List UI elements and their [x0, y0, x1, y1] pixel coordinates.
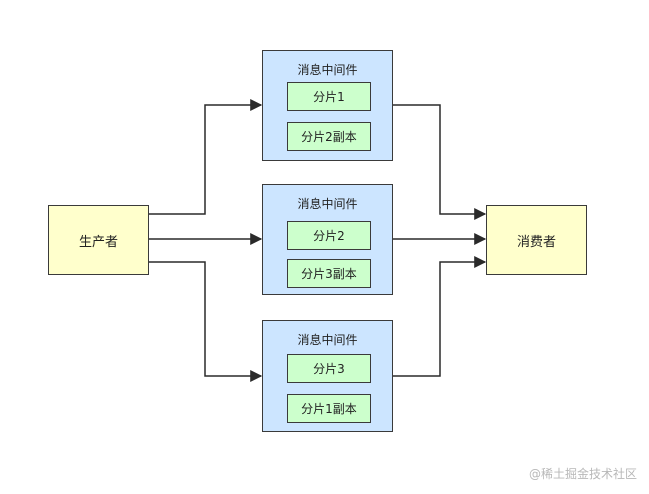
shard-replica: 分片1副本 [287, 394, 371, 423]
consumer-label: 消费者 [516, 234, 556, 250]
shard-replica: 分片3副本 [287, 259, 371, 288]
middleware-cluster-1: 消息中间件 分片1 分片2副本 [262, 50, 393, 161]
middleware-cluster-3: 消息中间件 分片3 分片1副本 [262, 320, 393, 432]
edge-producer-cluster-3 [149, 261, 263, 382]
shard-replica: 分片2副本 [287, 122, 371, 151]
shard-label: 分片2副本 [301, 130, 357, 144]
producer-label: 生产者 [78, 234, 118, 250]
middleware-cluster-2: 消息中间件 分片2 分片3副本 [262, 184, 393, 295]
shard-label: 分片3副本 [301, 267, 357, 281]
shard-label: 分片2 [313, 229, 345, 243]
cluster-title: 消息中间件 [297, 333, 358, 347]
producer-node: 生产者 [48, 205, 149, 275]
edge-cluster-1-consumer [393, 104, 487, 220]
shard-primary: 分片3 [287, 354, 371, 383]
shard-label: 分片1副本 [301, 402, 357, 416]
edge-producer-cluster-1 [149, 99, 263, 215]
shard-label: 分片3 [313, 362, 345, 376]
shard-primary: 分片1 [287, 82, 371, 111]
consumer-node: 消费者 [486, 205, 587, 275]
edge-cluster-3-consumer [393, 256, 487, 377]
watermark: @稀土掘金技术社区 [528, 467, 637, 481]
shard-primary: 分片2 [287, 221, 371, 250]
cluster-title: 消息中间件 [297, 197, 358, 211]
shard-label: 分片1 [313, 90, 345, 104]
cluster-title: 消息中间件 [297, 63, 358, 77]
